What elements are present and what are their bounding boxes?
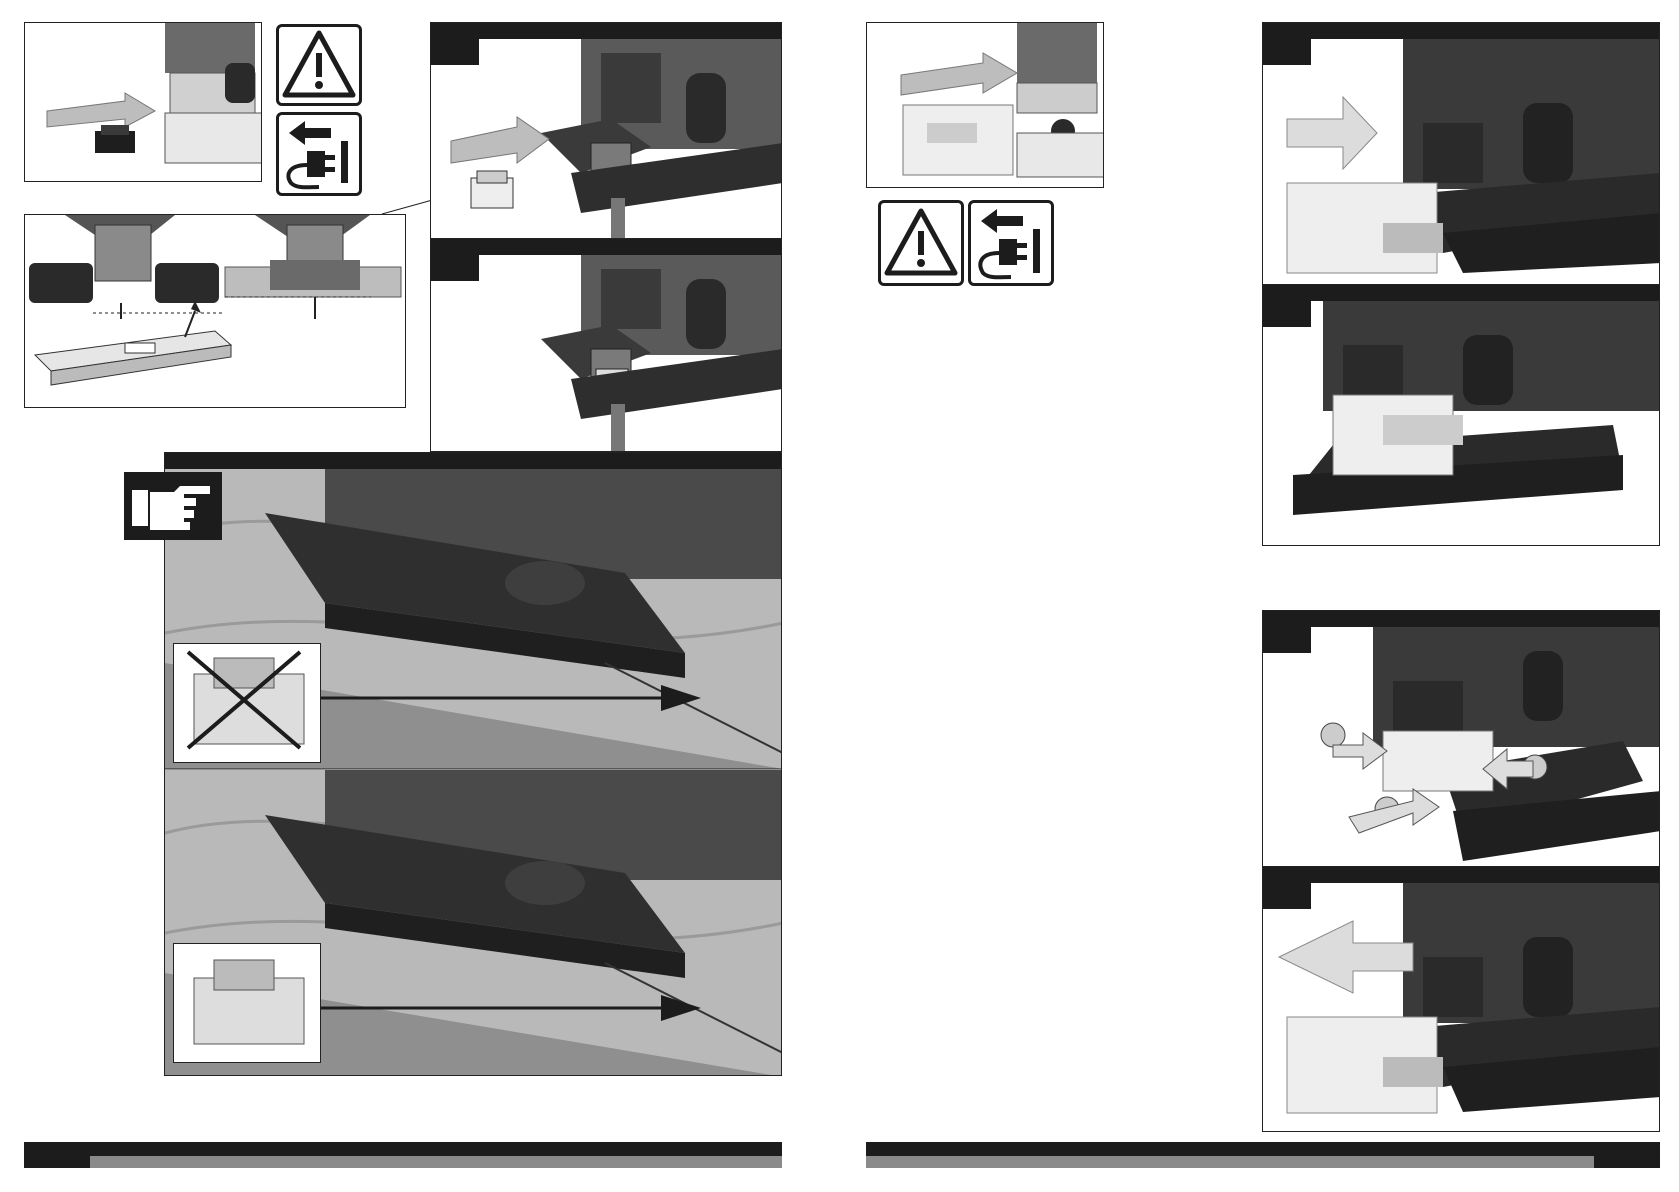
warning-triangle-icon [276,24,362,106]
step-panel-guard-seated [1262,284,1660,546]
step-panel-attach-guard [1262,22,1660,292]
inset-with-insert [173,943,321,1063]
pointing-hand-icon [124,472,222,540]
figure-guard-insert [866,22,1104,188]
figure-jigsaw-splinter-insert [24,22,262,182]
footer-accent [866,1156,1594,1168]
step-panel-insert-seated [430,238,782,452]
unplug-power-icon [968,200,1054,286]
inset-without-insert [173,643,321,763]
footer-accent [90,1156,782,1168]
figure-baseplate-detail [24,214,406,408]
arrow-icon [321,993,721,1023]
arrow-icon [321,683,721,713]
note-panel-splinter-guard [164,452,782,1076]
step-panel-insert-arrow [430,22,782,250]
warning-triangle-icon [878,200,964,286]
step-panel-release-guard [1262,610,1660,870]
step-panel-remove-guard [1262,866,1660,1132]
unplug-power-icon [276,112,362,196]
